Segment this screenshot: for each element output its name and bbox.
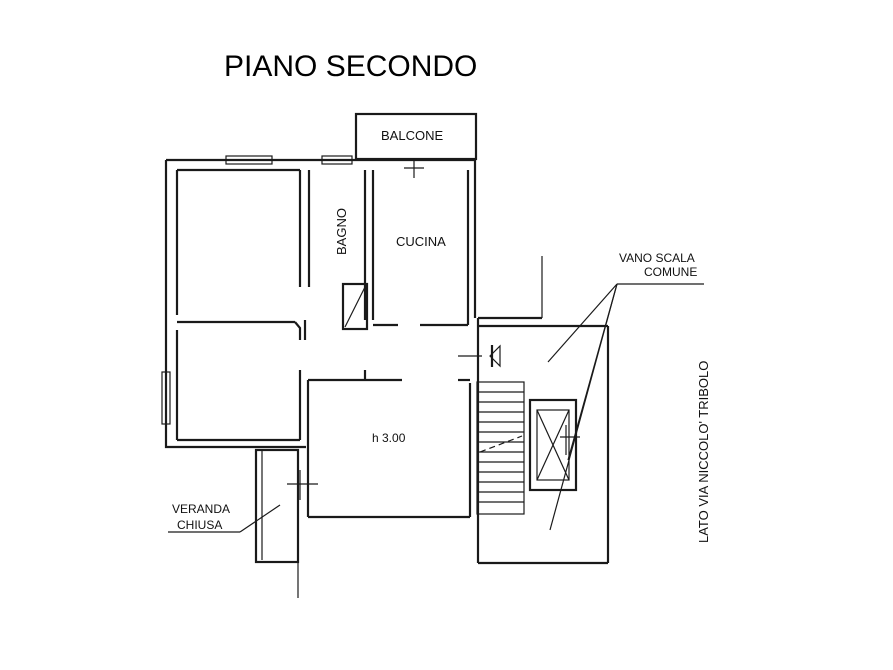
balcony-label: BALCONE [381,128,443,143]
windows [161,155,353,425]
street-label: LATO VIA NICCOLO' TRIBOLO [696,361,711,543]
outer-walls [164,158,477,449]
stairwell [458,256,704,565]
plan-title: PIANO SECONDO [224,50,477,83]
stairwell-label-line2: COMUNE [644,265,697,279]
living-room [306,383,472,519]
bath-fixture [341,282,369,331]
veranda-label-line1: VERANDA [172,502,230,516]
ceiling-height-label: h 3.00 [372,431,406,445]
veranda [168,448,318,598]
balcony [354,112,478,178]
stairwell-label-line1: VANO SCALA [619,251,695,265]
kitchen-label: CUCINA [396,234,446,249]
interior-walls [177,170,470,440]
bathroom-label: BAGNO [334,208,349,255]
veranda-label-line2: CHIUSA [177,518,222,532]
